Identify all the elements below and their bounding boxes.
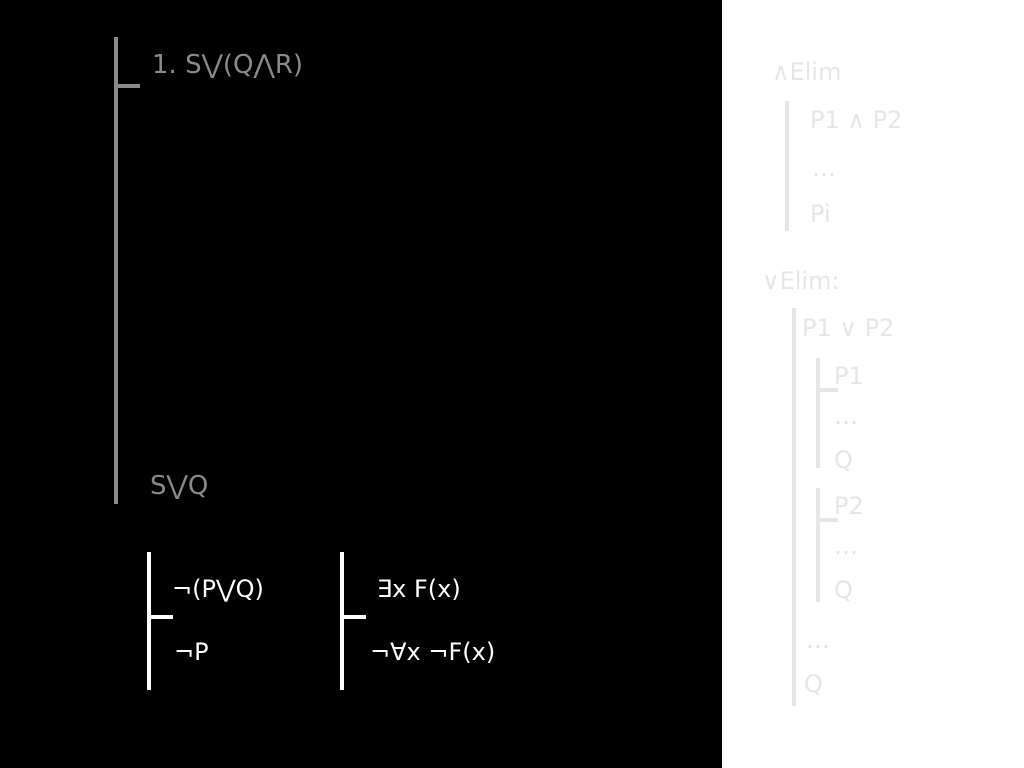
or-elim-conclusion: Q	[804, 670, 823, 698]
proof-b-goal: ¬∀x ¬F(x)	[370, 638, 496, 666]
or-elim-dots: …	[806, 626, 830, 654]
or-elim-premise: P1 ∨ P2	[802, 314, 895, 342]
or-elim-subproof1-line	[816, 358, 820, 468]
proof-b-scope-line	[340, 552, 344, 690]
proof-a-fitch-bar	[147, 615, 173, 619]
or-elim-subproof1-result: Q	[834, 446, 853, 474]
and-elim-dots: …	[812, 154, 836, 182]
or-elim-subproof1-assume: P1	[834, 362, 864, 390]
or-elim-title: ∨Elim:	[762, 267, 840, 295]
and-elim-scope-line	[785, 101, 789, 231]
and-elim-premise: P1 ∧ P2	[810, 106, 903, 134]
or-elim-subproof1-dots: …	[834, 402, 858, 430]
and-elim-conclusion: Pi	[810, 200, 831, 228]
or-elim-subproof2-assume: P2	[834, 492, 864, 520]
or-elim-subproof2-line	[816, 488, 820, 602]
proof-a-goal: ¬P	[174, 638, 209, 666]
proof-a-premise: ¬(P⋁Q)	[172, 575, 264, 603]
rules-panel: ∧Elim P1 ∧ P2 … Pi ∨Elim: P1 ∨ P2 P1 … Q…	[722, 0, 1024, 768]
main-proof-goal: S⋁Q	[150, 471, 209, 501]
proof-a-scope-line	[147, 552, 151, 690]
main-proof-fitch-bar	[114, 84, 140, 88]
or-elim-scope-line	[792, 308, 796, 706]
main-proof-premise: 1. S⋁(Q⋀R)	[152, 50, 304, 80]
or-elim-subproof2-result: Q	[834, 576, 853, 604]
or-elim-subproof1-fitch-bar	[816, 388, 838, 392]
proof-b-premise: ∃x F(x)	[377, 575, 461, 603]
or-elim-subproof2-dots: …	[834, 532, 858, 560]
and-elim-title: ∧Elim	[772, 58, 842, 86]
main-proof-scope-line	[114, 37, 118, 504]
proof-b-fitch-bar	[340, 615, 366, 619]
slide-dark-panel: 1. S⋁(Q⋀R) S⋁Q ¬(P⋁Q) ¬P ∃x F(x) ¬∀x ¬F(…	[0, 0, 722, 768]
or-elim-subproof2-fitch-bar	[816, 518, 838, 522]
